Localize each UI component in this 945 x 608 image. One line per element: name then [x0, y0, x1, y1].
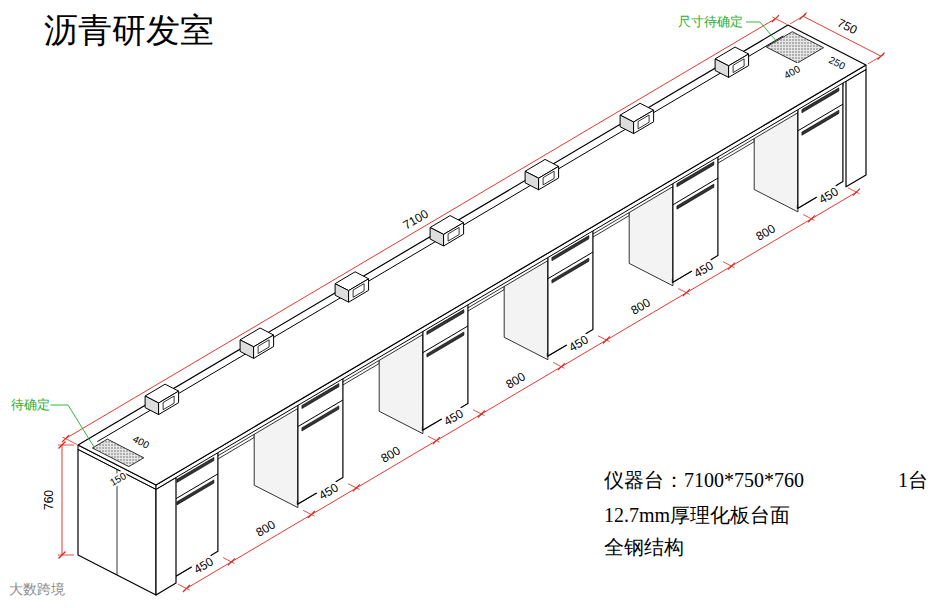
socket-outlet	[353, 284, 364, 298]
socket-front	[729, 54, 749, 77]
socket-front	[349, 279, 369, 302]
spec-text: 全钢结构	[603, 536, 685, 558]
dimension-tick	[603, 337, 610, 344]
dimension-label: 800	[379, 444, 405, 467]
dimension-tick	[478, 411, 485, 418]
dimension-tick	[62, 435, 69, 442]
worktop	[78, 25, 866, 485]
spec-text: 12.7mm厚理化板台面	[603, 504, 791, 526]
socket-front	[539, 166, 559, 189]
socket-side	[430, 228, 444, 247]
dimension-label: 800	[754, 222, 780, 245]
socket-side	[715, 59, 729, 78]
dimension-tick	[683, 289, 690, 296]
door-handle	[802, 110, 839, 135]
socket-side	[240, 340, 254, 359]
socket-side	[145, 396, 159, 415]
socket-side	[335, 284, 349, 303]
page-title: 沥青研发室	[44, 12, 214, 49]
dimension-label: 800	[504, 370, 530, 393]
dimension-tick	[808, 215, 815, 222]
socket-side	[620, 115, 634, 134]
note-text: 尺寸待确定	[677, 15, 744, 29]
extension-line	[62, 437, 77, 445]
dimension-label: 760	[43, 489, 56, 511]
note-text: 待确定	[10, 398, 51, 412]
leader-line	[746, 22, 778, 43]
service-rail	[97, 36, 783, 442]
socket-outlet	[163, 396, 174, 410]
socket-front	[444, 223, 464, 246]
socket-front	[159, 391, 179, 415]
extension-line	[58, 555, 74, 556]
dimension-label: 800	[254, 518, 280, 541]
socket-outlet	[733, 59, 744, 73]
dimension-tick	[228, 558, 235, 565]
dimension-tick	[183, 585, 190, 592]
dimension-line	[186, 192, 856, 588]
dimension-label: 800	[629, 296, 655, 319]
dimension-tick	[308, 511, 315, 518]
spec-text: 1台	[897, 469, 929, 491]
door-handle	[677, 184, 714, 209]
dimension-tick	[878, 53, 885, 60]
dimension-tick	[433, 437, 440, 444]
end-column	[846, 69, 866, 186]
dimension-tick	[59, 552, 66, 559]
spec-text: 仪器台：7100*750*760	[603, 469, 805, 491]
dimension-tick	[728, 263, 735, 270]
socket-front	[634, 110, 654, 133]
cup-sink	[766, 32, 823, 63]
door-handle	[302, 406, 339, 431]
dimension-line	[62, 445, 63, 555]
watermark: 大数跨境	[8, 582, 66, 597]
dimension-tick	[772, 15, 779, 22]
dimension-tick	[558, 363, 565, 370]
leader-line	[50, 405, 94, 447]
dimension-tick	[59, 442, 66, 449]
dimension-tick	[853, 189, 860, 196]
dimension-line	[66, 19, 776, 439]
dimension-label: 7100	[400, 207, 431, 233]
socket-outlet	[638, 115, 649, 129]
socket-outlet	[258, 340, 269, 354]
extension-line	[58, 445, 74, 446]
dimension-tick	[353, 484, 360, 491]
socket-outlet	[448, 227, 459, 241]
socket-front	[254, 335, 274, 358]
socket-side	[525, 171, 539, 190]
end-column	[156, 478, 176, 596]
dimension-tick	[800, 13, 807, 20]
door-handle	[427, 332, 464, 357]
dimension-line	[803, 16, 881, 56]
socket-outlet	[543, 171, 554, 185]
door-handle	[552, 258, 589, 283]
door-handle	[177, 480, 214, 505]
extension-line	[772, 17, 787, 25]
